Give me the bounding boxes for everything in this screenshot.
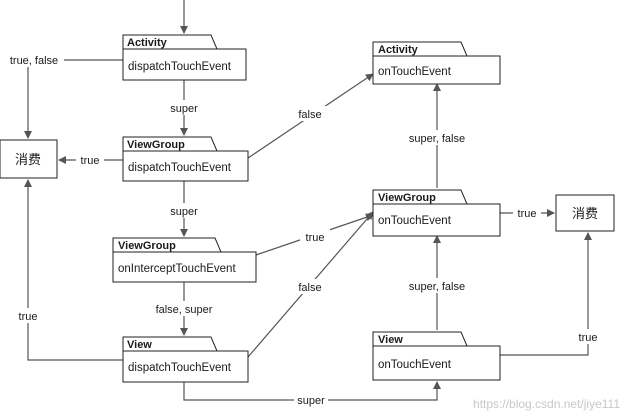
label-vg-to-act-touch: false [298, 109, 321, 121]
node-title: View [127, 339, 152, 351]
node-method: onInterceptTouchEvent [118, 263, 236, 275]
node-title: ViewGroup [118, 240, 176, 252]
label-view-to-consume: true [19, 311, 38, 323]
node-method: dispatchTouchEvent [128, 162, 232, 174]
node-title: Activity [378, 44, 419, 56]
label-vgtouch-to-act: super, false [409, 133, 465, 145]
node-activity-touch: Activity onTouchEvent [372, 41, 501, 85]
node-method: dispatchTouchEvent [128, 61, 232, 73]
node-title: View [378, 334, 403, 346]
label-vg-to-consume: true [81, 155, 100, 167]
node-viewgroup-touch: ViewGroup onTouchEvent [372, 189, 501, 237]
node-viewgroup-dispatch: ViewGroup dispatchTouchEvent [122, 136, 249, 182]
label-intercept-to-vgtouch: true [306, 232, 325, 244]
edge-view-touch-to-consume-right [500, 232, 592, 356]
node-title: ViewGroup [378, 192, 436, 204]
label-act-to-vg: super [170, 103, 198, 115]
consume-left-label: 消费 [15, 152, 41, 167]
node-method: onTouchEvent [378, 215, 452, 227]
node-title: Activity [127, 37, 168, 49]
label-vgtouch-to-consume: true [518, 208, 537, 220]
edge-labels: true, false super true false super true … [4, 52, 602, 408]
node-view-dispatch: View dispatchTouchEvent [122, 336, 249, 383]
node-method: onTouchEvent [378, 66, 452, 78]
label-act-to-consume: true, false [10, 55, 58, 67]
node-method: dispatchTouchEvent [128, 362, 232, 374]
node-activity-dispatch: Activity dispatchTouchEvent [122, 34, 247, 81]
node-title: ViewGroup [127, 139, 185, 151]
edge-view-to-consume-left [24, 179, 123, 361]
label-view-to-vgtouch: false [298, 282, 321, 294]
node-method: onTouchEvent [378, 359, 452, 371]
label-vg-to-intercept: super [170, 206, 198, 218]
edge-activity-to-consume-left [24, 59, 123, 139]
edges [24, 0, 592, 401]
label-intercept-to-view: false, super [156, 304, 213, 316]
node-viewgroup-intercept: ViewGroup onInterceptTouchEvent [112, 237, 257, 283]
node-view-touch: View onTouchEvent [372, 331, 501, 381]
label-viewtouch-to-consume: true [579, 332, 598, 344]
consume-left-node: 消费 [0, 139, 58, 179]
watermark: https://blog.csdn.net/jiye111 [473, 397, 620, 411]
consume-right-node: 消费 [555, 194, 615, 232]
label-view-to-viewtouch: super [297, 395, 325, 407]
label-viewtouch-to-vgtouch: super, false [409, 281, 465, 293]
consume-right-label: 消费 [572, 206, 598, 221]
